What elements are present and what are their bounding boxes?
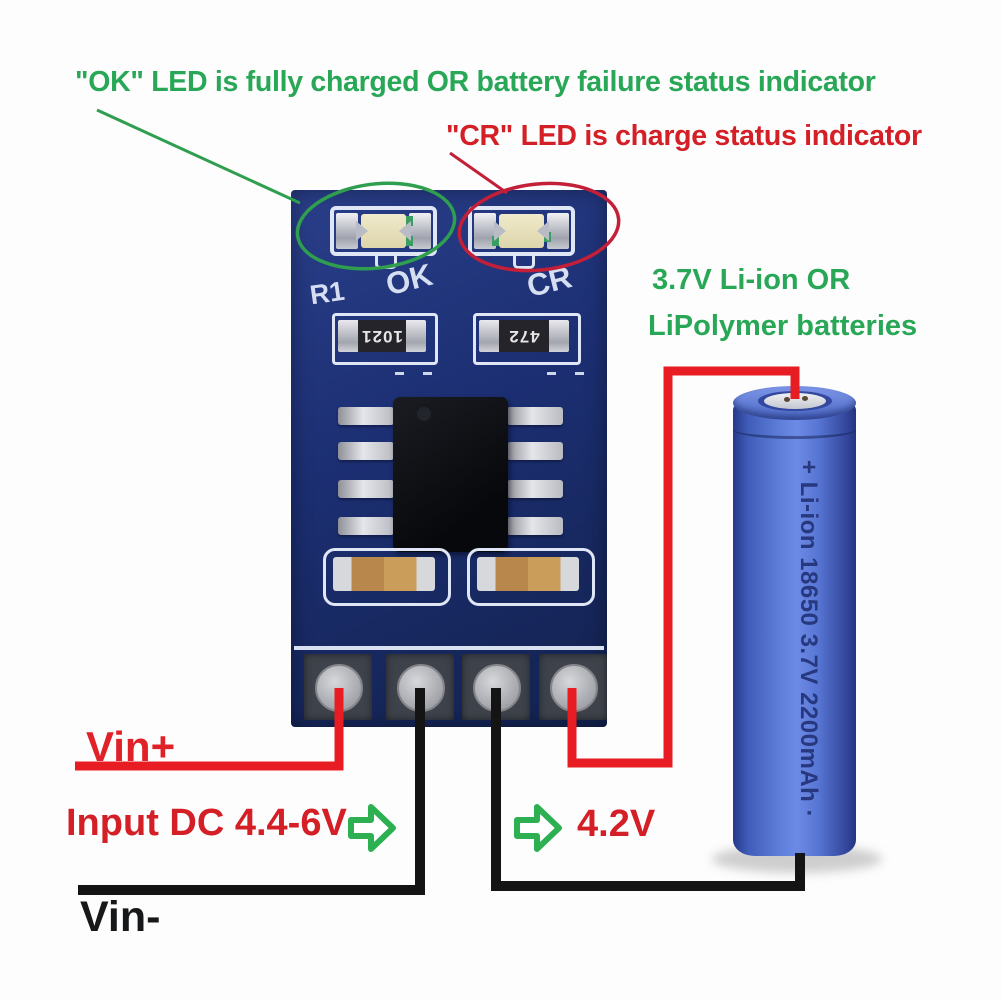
ic-pin1-dot (417, 407, 431, 421)
battery-print-label: + Li-ion 18650 3.7V 2200mAh · (795, 460, 822, 818)
input-direction-arrow-icon (348, 804, 396, 852)
spot-weld-mark (802, 396, 808, 401)
resistor-terminal (479, 320, 499, 352)
resistor-code: 472 (508, 327, 540, 346)
label-output-voltage: 4.2V (577, 803, 656, 845)
ok-callout-line (96, 108, 301, 205)
resistor-2: 472 (473, 313, 581, 365)
through-hole (315, 664, 363, 712)
ic-pin (507, 480, 563, 498)
silkscreen-label-r1: R1 (308, 275, 347, 311)
output-direction-arrow-icon (514, 804, 562, 852)
label-vin-minus: Vin- (80, 893, 161, 941)
led-solder-pad (547, 213, 569, 249)
spot-weld-mark (784, 397, 790, 402)
ic-pin (507, 517, 563, 535)
label-input-range: Input DC 4.4-6V (66, 802, 347, 844)
through-hole (397, 664, 445, 712)
silkscreen-divider-line (294, 646, 604, 650)
led-contact (399, 221, 411, 241)
ic-pin (507, 407, 563, 425)
capacitor-body (477, 557, 579, 591)
silkscreen-tick (395, 372, 404, 375)
charger-ic-chip (393, 397, 508, 552)
battery-type-annotation-line1: 3.7V Li-ion OR (652, 264, 851, 296)
cr-led-annotation: "CR" LED is charge status indicator (446, 120, 922, 152)
resistor-terminal (338, 320, 358, 352)
solder-pad-bat-plus (539, 654, 607, 720)
cr-led (468, 206, 575, 256)
resistor-terminal (406, 320, 426, 352)
led-contact (494, 221, 506, 241)
led-contact (356, 221, 368, 241)
battery-type-annotation-line2: LiPolymer batteries (648, 310, 918, 342)
ic-pin (507, 442, 563, 460)
ic-pin (338, 480, 394, 498)
resistor-1: 1021 (332, 313, 438, 365)
ic-pin (338, 407, 394, 425)
resistor-terminal (549, 320, 569, 352)
capacitor-2 (467, 548, 595, 606)
capacitor-1 (323, 548, 451, 606)
label-vin-plus: Vin+ (86, 723, 176, 770)
solder-pad-vin-plus (304, 654, 372, 720)
through-hole (473, 664, 521, 712)
battery-positive-terminal (764, 393, 826, 409)
solder-pad-vin-minus (386, 654, 454, 720)
resistor-code: 1021 (361, 327, 403, 346)
silkscreen-tick (423, 372, 432, 375)
led-solder-pad (336, 213, 358, 249)
resistor-body: 1021 (338, 320, 426, 352)
silkscreen-tick (575, 372, 584, 375)
silkscreen-tick (547, 372, 556, 375)
charger-module-board: R1 OK CR 1021 472 (291, 190, 607, 727)
ic-pin (338, 442, 394, 460)
led-contact (537, 221, 549, 241)
capacitor-body (333, 557, 435, 591)
ok-led (330, 206, 437, 256)
cr-callout-line (449, 151, 508, 195)
through-hole (550, 664, 598, 712)
solder-pad-bat-minus (462, 654, 530, 720)
battery-crimp-groove (733, 420, 856, 439)
resistor-body: 472 (479, 320, 569, 352)
ok-led-annotation: "OK" LED is fully charged OR battery fai… (75, 66, 876, 98)
ic-pin (338, 517, 394, 535)
